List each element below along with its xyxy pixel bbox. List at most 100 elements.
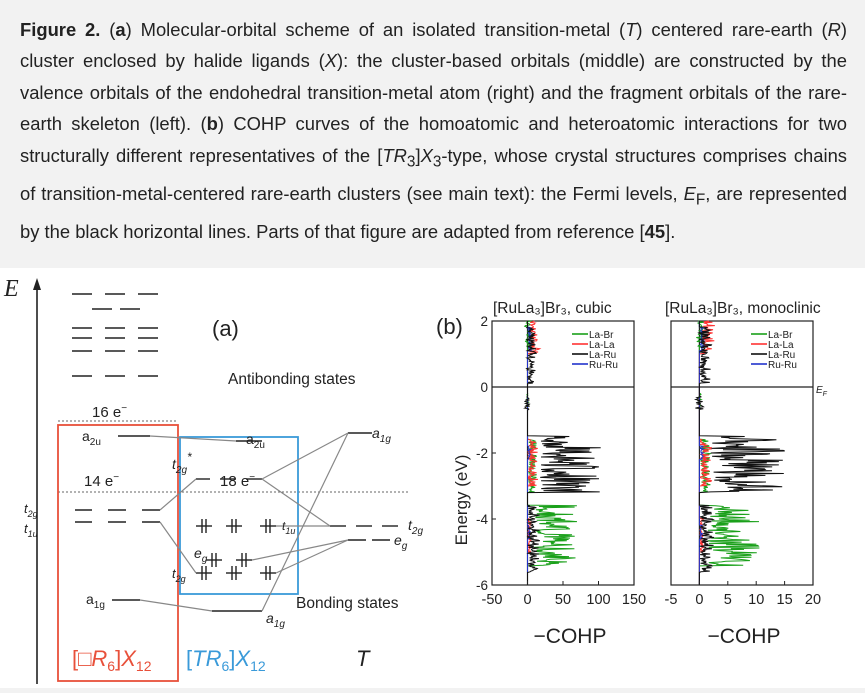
caption-seg: ( xyxy=(100,19,116,40)
figure-image: E (a) Antibonding states 16 e− a2u a2u a… xyxy=(0,268,865,688)
y-tick-label: 0 xyxy=(480,380,488,395)
t2g-star-label: t2g* xyxy=(172,450,192,476)
chart-marks-cubic xyxy=(492,320,634,585)
x-tick-label: 0 xyxy=(695,592,703,608)
y-tick-label: -4 xyxy=(476,512,488,527)
x-ticks-cubic: -50 0 50 100 150 xyxy=(482,581,646,608)
caption-symbol: TR xyxy=(382,144,407,166)
caption-symbol: T xyxy=(625,19,637,40)
x-tick-label: 100 xyxy=(586,592,610,608)
x-tick-label: 0 xyxy=(523,592,531,608)
caption-seg: ) COHP curves of the homoatomic and hete… xyxy=(20,113,847,166)
caption-reference-link[interactable]: 45 xyxy=(644,220,666,242)
a2u-mid-label: a2u xyxy=(246,431,265,451)
panel-b: (b) Energy (eV) [RuLa₃]Br₃, cubic -6 -4 -2… xyxy=(436,300,828,648)
x-axis-label-monoclinic: −COHP xyxy=(708,625,781,648)
antibonding-levels xyxy=(72,293,158,377)
cohp-trace xyxy=(698,321,706,585)
caption-sub: 3 xyxy=(406,153,416,171)
x-tick-label: 150 xyxy=(622,592,646,608)
cohp-trace xyxy=(693,321,785,585)
correlation-lines xyxy=(139,432,349,612)
legend-rare-earth-fragment: [□R6]X12 xyxy=(72,646,152,674)
caption-seg: ] xyxy=(415,144,421,166)
caption-panel-a-ref: a xyxy=(115,19,126,40)
caption-seg: ): the cluster-based orbitals (middle) a… xyxy=(20,50,848,135)
electron-16-label: 16 e− xyxy=(92,403,127,421)
eg-mid-label: eg xyxy=(194,545,208,565)
caption-seg: ) centered rare-earth ( xyxy=(636,19,828,40)
electron-18-label: 18 e− xyxy=(220,472,255,490)
axis-arrow-icon xyxy=(33,278,41,290)
cohp-trace xyxy=(526,321,534,585)
caption-panel-b-ref: b xyxy=(206,113,218,135)
chart-marks-monoclinic xyxy=(671,320,813,585)
legend-entry: Ru-Ru xyxy=(768,360,797,371)
right-levels xyxy=(330,432,398,541)
fermi-level-label: EF xyxy=(816,385,828,398)
caption-symbol: X xyxy=(324,50,338,72)
panel-b-label: (b) xyxy=(436,314,463,339)
x-tick-label: 50 xyxy=(555,592,571,608)
electron-pairs xyxy=(201,519,271,580)
energy-axis-label: E xyxy=(3,276,19,302)
legend-entry: Ru-Ru xyxy=(589,360,618,371)
t2g-left-label: t2g xyxy=(24,501,38,519)
t2g-mid-label: t2g xyxy=(172,566,186,584)
caption-figure-label: Figure 2. xyxy=(20,19,101,40)
left-levels xyxy=(75,435,160,601)
caption-seg: -type, whose crystal structures comprise… xyxy=(20,144,847,204)
caption-seg: ]. xyxy=(665,220,676,242)
caption-symbol: X xyxy=(420,144,433,166)
panel-a-text: E (a) Antibonding states 16 e− a2u a2u a… xyxy=(3,276,423,674)
caption-seg: ) Molecular-orbital scheme of an isolate… xyxy=(125,19,626,40)
caption-sub: F xyxy=(695,191,706,209)
y-tick-label: 2 xyxy=(480,314,488,329)
caption-symbol: E xyxy=(683,182,696,204)
chart-title-cubic: [RuLa₃]Br₃, cubic xyxy=(493,300,612,317)
y-ticks: -6 -4 -2 0 2 xyxy=(476,314,496,593)
caption-text: Figure 2. (a) Molecular-orbital scheme o… xyxy=(0,0,865,247)
figure-svg: E (a) Antibonding states 16 e− a2u a2u a… xyxy=(3,276,828,684)
t1u-mid-label: t1u xyxy=(282,519,295,536)
x-tick-label: 15 xyxy=(777,592,793,608)
legend-entry: La-La xyxy=(589,340,615,351)
eg-right-label: eg xyxy=(394,532,408,552)
caption-symbol: R xyxy=(827,19,841,40)
y-tick-label: -6 xyxy=(476,578,488,593)
x-tick-label: -5 xyxy=(665,592,678,608)
caption-sub: 3 xyxy=(432,153,442,171)
legend-entry: La-Ru xyxy=(768,350,795,361)
panel-a-label: (a) xyxy=(212,316,239,341)
x-axis-label-cubic: −COHP xyxy=(534,625,607,648)
legend-entry: La-Br xyxy=(589,330,614,341)
rare-earth-fragment-box xyxy=(57,424,179,682)
legend-entry: La-Ru xyxy=(589,350,616,361)
y-axis-label: Energy (eV) xyxy=(452,455,471,546)
electron-14-label: 14 e− xyxy=(84,472,119,490)
chart-title-monoclinic: [RuLa₃]Br₃, monoclinic xyxy=(665,300,821,317)
x-tick-label: 10 xyxy=(748,592,764,608)
caption-seg: , are represented by the black horizonta… xyxy=(20,182,847,242)
a1g-left-label: a1g xyxy=(86,591,105,611)
x-tick-label: 5 xyxy=(724,592,732,608)
cohp-trace xyxy=(523,321,601,585)
cluster-orbital-box xyxy=(179,436,299,595)
t2g-right-label: t2g xyxy=(408,517,423,537)
caption-seg: ) cluster enclosed by halide ligands ( xyxy=(20,19,847,72)
legend-entry: La-Br xyxy=(768,330,793,341)
legend-cluster: [TR6]X12 xyxy=(186,646,266,674)
x-tick-label: -50 xyxy=(482,592,503,608)
figure-caption: Figure 2. (a) Molecular-orbital scheme o… xyxy=(0,0,865,268)
a1g-right-label: a1g xyxy=(372,425,391,445)
mid-levels xyxy=(196,440,276,612)
legend-entry: La-La xyxy=(768,340,794,351)
bonding-label: Bonding states xyxy=(296,595,399,612)
y-tick-label: -2 xyxy=(476,446,488,461)
a1g-bottom-label: a1g xyxy=(266,610,285,630)
